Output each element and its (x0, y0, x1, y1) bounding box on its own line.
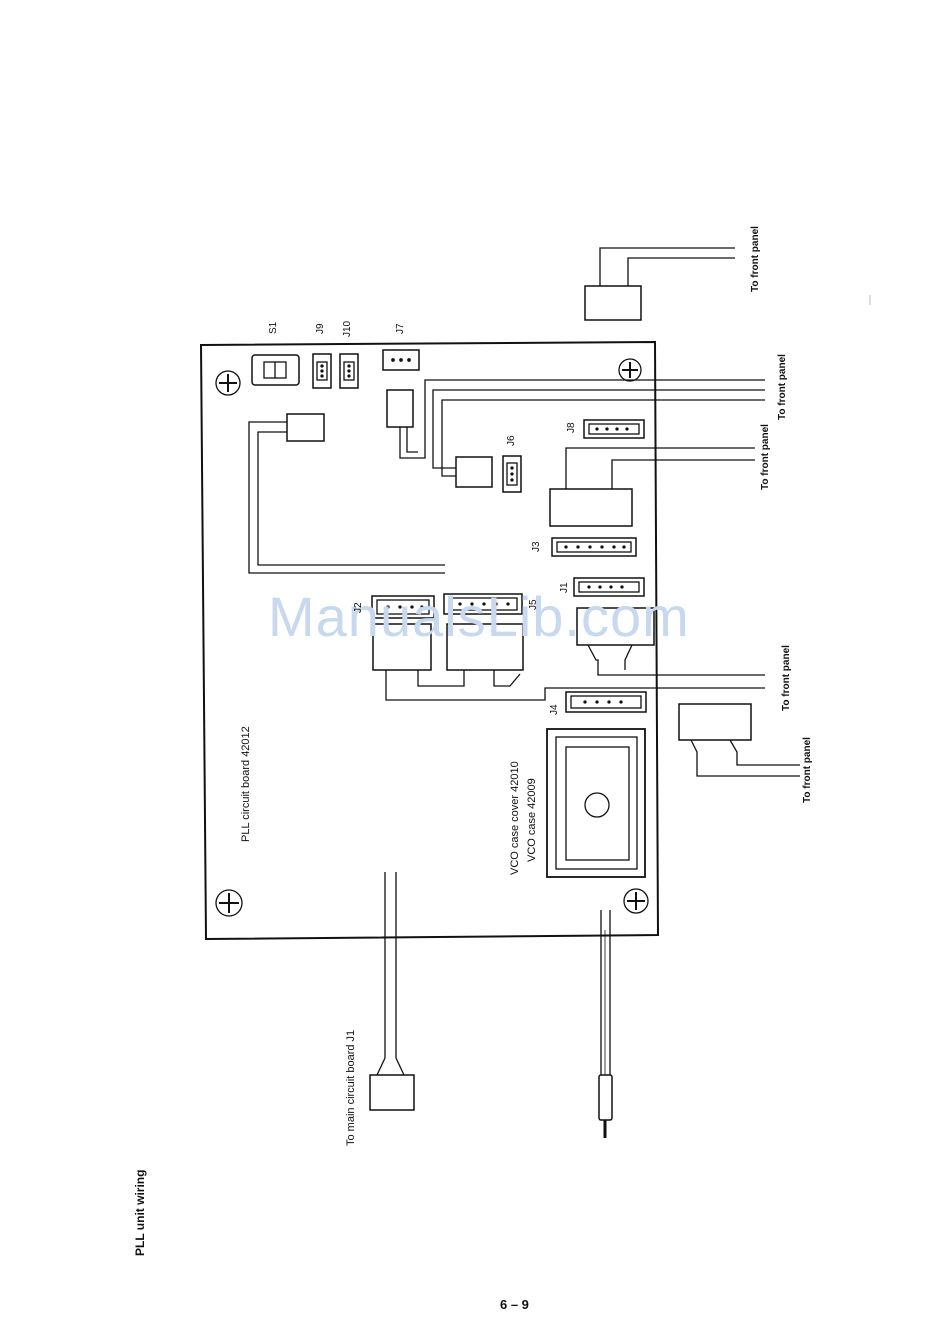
label-j7: J7 (395, 323, 406, 334)
mounting-screw-bottom-left (216, 890, 242, 916)
plug-p1 (287, 414, 324, 441)
coax-cable (599, 910, 612, 1138)
label-j3: J3 (531, 541, 542, 552)
connector-j6 (503, 456, 521, 492)
label-s1: S1 (268, 322, 279, 334)
front-panel-label-4: To front panel (781, 645, 792, 711)
vco-cover-label: VCO case cover 42010 (509, 761, 521, 875)
vco-case-label: VCO case 42009 (526, 778, 538, 862)
label-j4: J4 (549, 704, 560, 715)
main-board-label: To main circuit board J1 (345, 1030, 357, 1146)
page-number: 6 – 9 (500, 1297, 529, 1312)
label-j6: J6 (506, 435, 517, 446)
connector-j10 (340, 354, 358, 388)
plug-p3 (456, 457, 492, 487)
front-panel-plug-bottom (679, 704, 800, 776)
page-title: PLL unit wiring (133, 1170, 147, 1256)
board-label: PLL circuit board 42012 (240, 726, 252, 842)
front-panel-label-1: To front panel (750, 226, 761, 292)
connector-j4 (566, 692, 646, 712)
watermark: ManualsLib.com (268, 584, 690, 649)
label-j9: J9 (315, 323, 326, 334)
front-panel-plug-top (585, 248, 735, 320)
plug-p4 (550, 448, 755, 526)
front-panel-label-3: To front panel (760, 424, 771, 490)
switch-s1 (252, 355, 299, 385)
label-j5: J5 (528, 599, 539, 610)
front-panel-label-5: To front panel (802, 737, 813, 803)
coax-plug (599, 1075, 612, 1120)
connector-j3 (552, 538, 636, 556)
mounting-screw-top-right (619, 359, 641, 381)
wire-p2 (400, 380, 765, 458)
main-board-cable (370, 872, 414, 1110)
main-board-plug (370, 1075, 414, 1110)
label-j1: J1 (559, 582, 570, 593)
plug-p2 (387, 390, 413, 427)
wire-p1 (249, 422, 445, 573)
connector-j9 (313, 354, 331, 388)
connector-j7 (383, 350, 419, 370)
label-j2: J2 (353, 602, 364, 613)
label-j8: J8 (566, 422, 577, 433)
front-panel-label-2: To front panel (777, 354, 788, 420)
mounting-screw-top-left (216, 371, 240, 395)
label-j10: J10 (342, 321, 353, 337)
mounting-screw-bottom-right (624, 889, 648, 913)
connector-j8 (584, 420, 644, 438)
vco-case (547, 729, 645, 877)
